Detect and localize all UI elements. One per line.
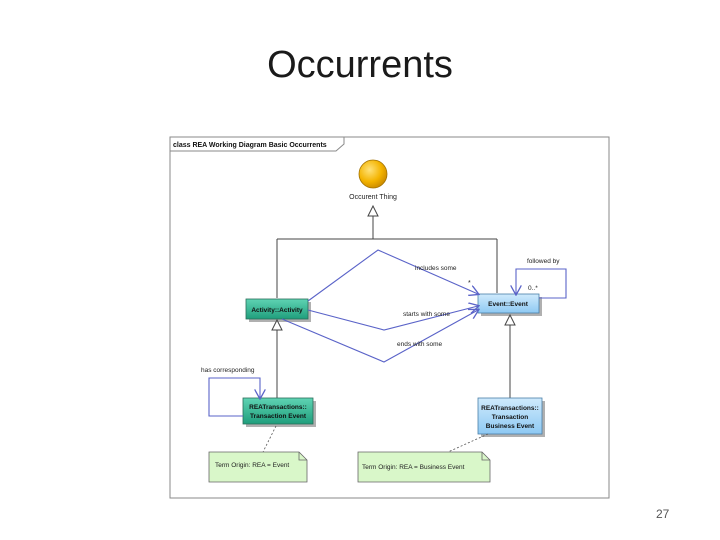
occurrent-thing-label: Occurent Thing xyxy=(349,194,397,201)
note-right xyxy=(357,451,491,483)
note-left xyxy=(208,451,308,483)
frame-tab xyxy=(169,136,345,152)
occurrent-thing-icon xyxy=(358,159,388,189)
event-class-label: Event::Event xyxy=(488,301,529,308)
label-followed-by: followed by xyxy=(527,258,560,265)
assoc-has-corresponding xyxy=(208,377,260,417)
assoc-ends-with-some xyxy=(281,310,478,363)
activity-class-label: Activity::Activity xyxy=(251,307,303,314)
rea-business-event-line3: Business Event xyxy=(486,423,535,430)
generalization-tree xyxy=(276,204,498,298)
note-anchor-right xyxy=(447,433,489,453)
note-right-fold xyxy=(481,452,490,461)
slide-number: 27 xyxy=(656,507,670,521)
rea-transaction-event-line2: Transaction Event xyxy=(250,413,307,420)
note-left-fold xyxy=(298,452,307,461)
assoc-followed-by xyxy=(516,268,567,299)
assoc-includes-some xyxy=(307,249,478,302)
slide-title: Occurrents xyxy=(267,44,453,86)
label-ends-with-some: ends with some xyxy=(397,341,443,348)
label-has-corresponding: has corresponding xyxy=(201,367,255,374)
rea-transaction-event-line1: REATransactions:: xyxy=(249,404,307,411)
assoc-starts-with-some xyxy=(307,306,478,331)
label-includes-some: includes some xyxy=(415,265,457,272)
label-starts-with-some: starts with some xyxy=(403,311,450,318)
mult-includes: * xyxy=(468,280,471,287)
note-left-text: Term Origin: REA = Event xyxy=(215,462,289,469)
diagram-frame xyxy=(169,136,610,499)
note-anchor-left xyxy=(262,425,277,453)
rea-business-event-line1: REATransactions:: xyxy=(481,405,539,412)
note-right-text: Term Origin: REA = Business Event xyxy=(362,464,465,471)
rea-business-event-class xyxy=(477,397,543,435)
rea-business-event-line2: Transaction xyxy=(492,414,529,421)
mult-followed-by: 0..* xyxy=(528,285,538,292)
rea-transaction-event-class xyxy=(242,397,314,425)
frame-label: class REA Working Diagram Basic Occurren… xyxy=(173,142,327,149)
generalization-subclasses xyxy=(271,313,516,398)
